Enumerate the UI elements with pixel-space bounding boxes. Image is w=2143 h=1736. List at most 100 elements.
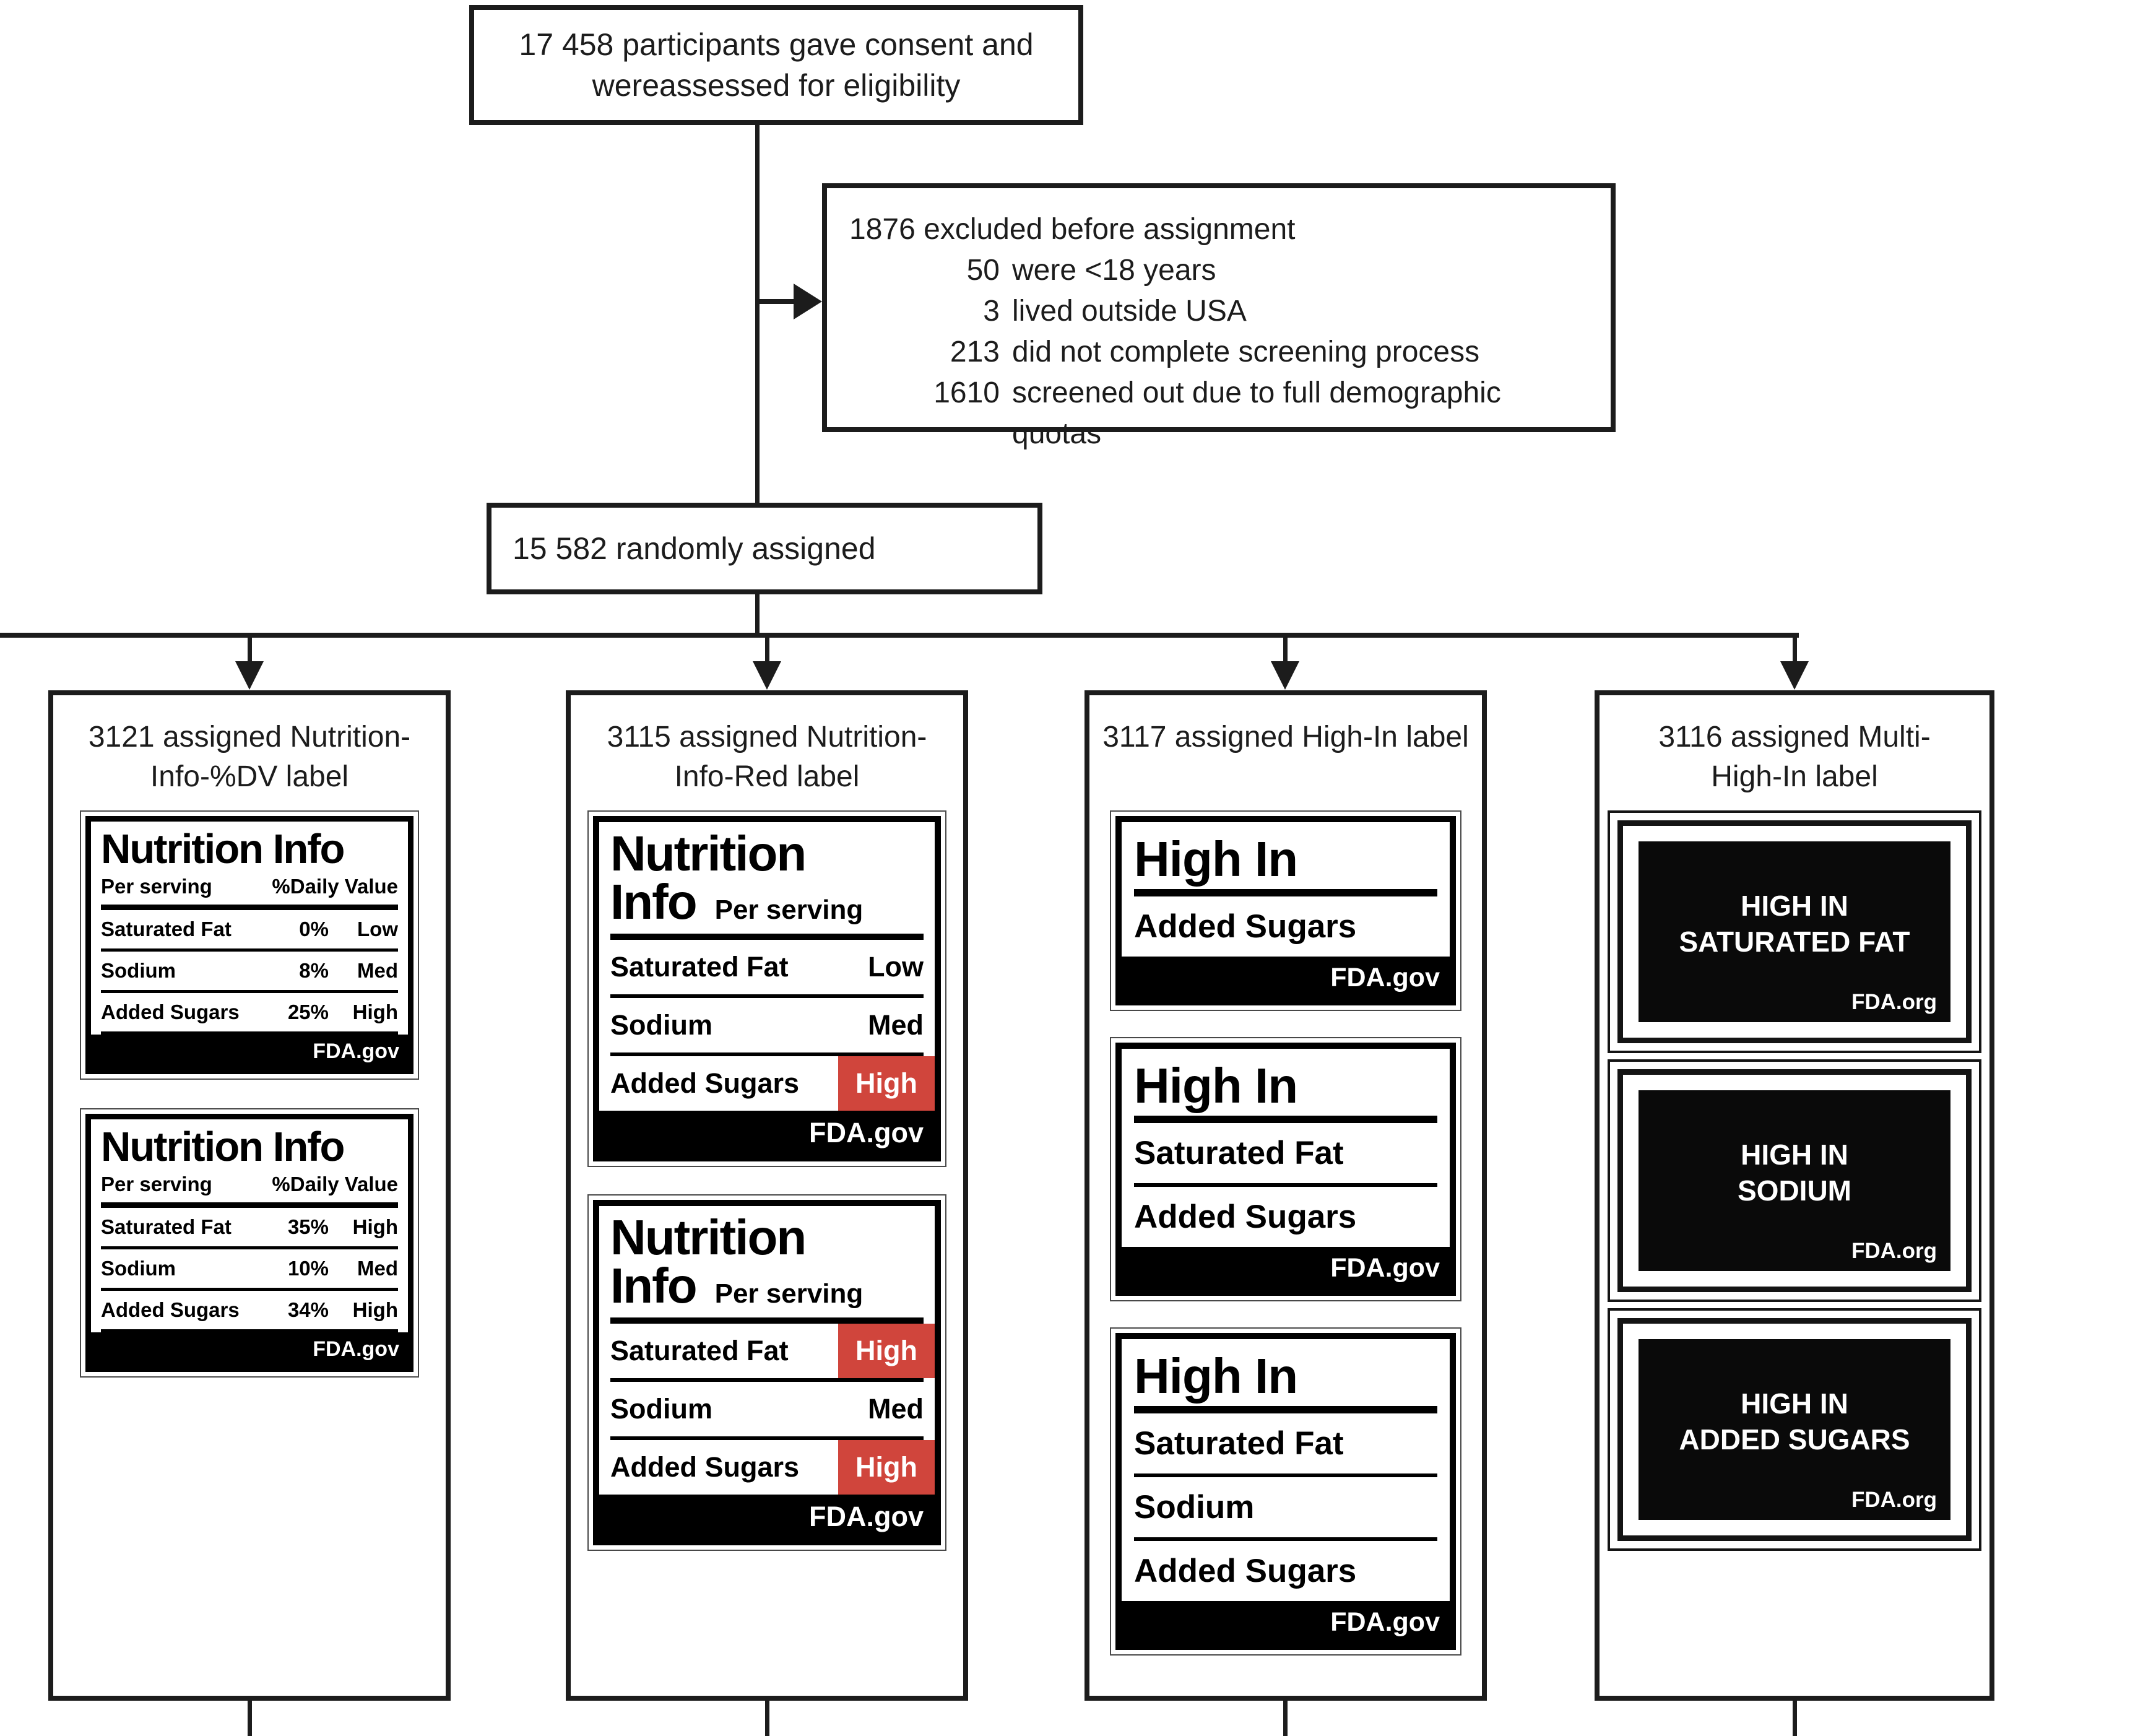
label-footer-fda: FDA.gov bbox=[1122, 1247, 1450, 1290]
label-row: Sodium 10% Med bbox=[101, 1249, 398, 1291]
label-row: Saturated Fat 35% High bbox=[101, 1208, 398, 1249]
nutrient-percent: 8% bbox=[299, 959, 329, 982]
excluded-reason-count: 50 bbox=[966, 254, 1000, 287]
arm-header-line: High-In label bbox=[1711, 760, 1878, 793]
excluded-box: 1876 excluded before assignment 50 were … bbox=[822, 183, 1616, 450]
consent-box: 17 458 participants gave consent and wer… bbox=[469, 5, 1083, 125]
connector-arm3-stem bbox=[1283, 638, 1288, 665]
excluded-reason-text: did not complete screening process bbox=[1012, 336, 1480, 368]
excluded-reason-text: were <18 years bbox=[1012, 254, 1216, 287]
arm-box-multi-high-in: 3116 assigned Multi- High-In label HIGH … bbox=[1595, 690, 1994, 1701]
label-title-line: HIGH IN bbox=[1741, 890, 1848, 922]
label-per-serving: Per serving bbox=[714, 1278, 864, 1309]
multi-high-in-label-sodium: HIGH IN SODIUM FDA.org bbox=[1608, 1059, 1981, 1302]
label-divider bbox=[610, 934, 924, 940]
randomized-box: 15 582 randomly assigned bbox=[487, 503, 1042, 594]
nutrient-level: High bbox=[352, 1298, 398, 1321]
nutrient-name: Added Sugars bbox=[101, 1000, 240, 1023]
connector-arm2-stem bbox=[765, 638, 769, 665]
label-row: Added Sugars High bbox=[610, 1436, 935, 1495]
label-title: High In bbox=[1134, 1348, 1298, 1404]
nutrient-name: Added Sugars bbox=[1134, 1537, 1437, 1601]
arm-box-nutrition-info-red: 3115 assigned Nutrition- Info-Red label … bbox=[566, 690, 968, 1701]
nutrition-info-dv-label-2: Nutrition Info Per serving %Daily Value … bbox=[80, 1108, 419, 1378]
nutrient-name: Added Sugars bbox=[610, 1067, 800, 1099]
arm-header-line: 3116 assigned Multi- bbox=[1658, 721, 1931, 753]
label-title-line: HIGH IN bbox=[1741, 1387, 1848, 1420]
label-row: Saturated Fat Low bbox=[610, 940, 924, 994]
excluded-reason-text: lived outside USA bbox=[1012, 295, 1247, 328]
label-title: High In bbox=[1134, 1058, 1298, 1113]
label-footer-fda: FDA.gov bbox=[599, 1111, 935, 1155]
label-divider bbox=[1134, 1406, 1437, 1413]
label-row: Added Sugars High bbox=[610, 1052, 935, 1111]
label-footer-fda: FDA.gov bbox=[91, 1035, 408, 1069]
label-footer-fda: FDA.org bbox=[1851, 1239, 1937, 1263]
nutrient-level: High bbox=[352, 1215, 398, 1238]
excluded-reason: 50 were <18 years bbox=[849, 250, 1588, 291]
label-footer-fda: FDA.org bbox=[1851, 1488, 1937, 1512]
arm-box-high-in: 3117 assigned High-In label High In Adde… bbox=[1084, 690, 1487, 1701]
nutrient-percent: 0% bbox=[299, 918, 329, 940]
label-title-line2: Info Per serving bbox=[610, 1261, 924, 1311]
label-column-headers: Per serving %Daily Value bbox=[101, 872, 398, 910]
label-col-per-serving: Per serving bbox=[101, 1173, 212, 1196]
consent-line-1: 17 458 participants gave consent and bbox=[519, 27, 1034, 62]
label-divider bbox=[1134, 889, 1437, 896]
label-title: Nutrition Info bbox=[101, 1124, 345, 1170]
nutrient-percent: 34% bbox=[287, 1298, 329, 1321]
high-in-label-3: High In Saturated Fat Sodium Added Sugar… bbox=[1110, 1327, 1461, 1656]
connector-horizontal bbox=[0, 633, 1799, 638]
nutrient-percent: 10% bbox=[287, 1257, 329, 1280]
nutrient-level-high-badge: High bbox=[838, 1056, 935, 1111]
label-row: Sodium Med bbox=[610, 994, 924, 1052]
nutrient-name: Added Sugars bbox=[1134, 1183, 1437, 1247]
nutrient-name: Sodium bbox=[1134, 1473, 1437, 1537]
label-col-daily-value: %Daily Value bbox=[272, 1173, 398, 1196]
nutrient-level-high-badge: High bbox=[838, 1440, 935, 1495]
consent-line-2: wereassessed for eligibility bbox=[592, 68, 961, 103]
nutrient-level: Low bbox=[357, 918, 398, 940]
nutrient-level: Med bbox=[357, 1257, 398, 1280]
arm-header-line: 3117 assigned High-In label bbox=[1102, 721, 1469, 753]
label-footer-fda: FDA.gov bbox=[599, 1495, 935, 1539]
arm-header-line: Info-Red label bbox=[674, 760, 860, 793]
label-title-info: Info bbox=[610, 874, 698, 929]
nutrient-name: Sodium bbox=[101, 959, 176, 982]
connector-excluded-stub bbox=[755, 299, 795, 304]
label-footer-fda: FDA.gov bbox=[1122, 957, 1450, 999]
connector-arm1-stem bbox=[248, 638, 252, 665]
nutrient-name: Sodium bbox=[101, 1257, 176, 1280]
high-in-label-1: High In Added Sugars FDA.gov bbox=[1110, 810, 1461, 1011]
label-column-headers: Per serving %Daily Value bbox=[101, 1170, 398, 1208]
nutrient-level-high-badge: High bbox=[838, 1324, 935, 1378]
nutrient-name: Saturated Fat bbox=[1134, 1135, 1344, 1171]
label-divider bbox=[1134, 1116, 1437, 1123]
connector-arm1-bottom bbox=[248, 1699, 252, 1736]
nutrient-level: High bbox=[352, 1000, 398, 1023]
nutrient-level: Med bbox=[868, 1393, 924, 1425]
nutrient-level: Low bbox=[868, 951, 924, 983]
excluded-reason-count: 1610 bbox=[933, 376, 1000, 409]
nutrient-name: Saturated Fat bbox=[101, 918, 232, 940]
nutrient-percent: 35% bbox=[287, 1215, 329, 1238]
arrowhead-excluded-icon bbox=[794, 284, 822, 319]
excluded-reason: 213 did not complete screening process bbox=[849, 332, 1588, 373]
label-footer-fda: FDA.gov bbox=[1122, 1601, 1450, 1644]
arrowhead-arm1-icon bbox=[235, 661, 264, 690]
arrowhead-arm4-icon bbox=[1780, 661, 1809, 690]
nutrient-name: Added Sugars bbox=[101, 1298, 240, 1321]
label-title-line: SATURATED FAT bbox=[1679, 926, 1910, 958]
excluded-reason: 3 lived outside USA bbox=[849, 291, 1588, 332]
nutrient-name: Saturated Fat bbox=[610, 1335, 789, 1366]
multi-high-in-label-saturated-fat: HIGH IN SATURATED FAT FDA.org bbox=[1608, 810, 1981, 1053]
arrowhead-arm3-icon bbox=[1271, 661, 1299, 690]
nutrient-name: Saturated Fat bbox=[101, 1215, 232, 1238]
label-row: Sodium Med bbox=[610, 1378, 924, 1436]
connector-consent-to-randomized bbox=[755, 125, 760, 503]
label-title: Nutrition Info bbox=[101, 826, 345, 872]
arm-header: 3116 assigned Multi- High-In label bbox=[1658, 718, 1930, 810]
arm-box-nutrition-info-dv: 3121 assigned Nutrition- Info-%DV label … bbox=[48, 690, 451, 1701]
label-divider bbox=[610, 1317, 924, 1324]
